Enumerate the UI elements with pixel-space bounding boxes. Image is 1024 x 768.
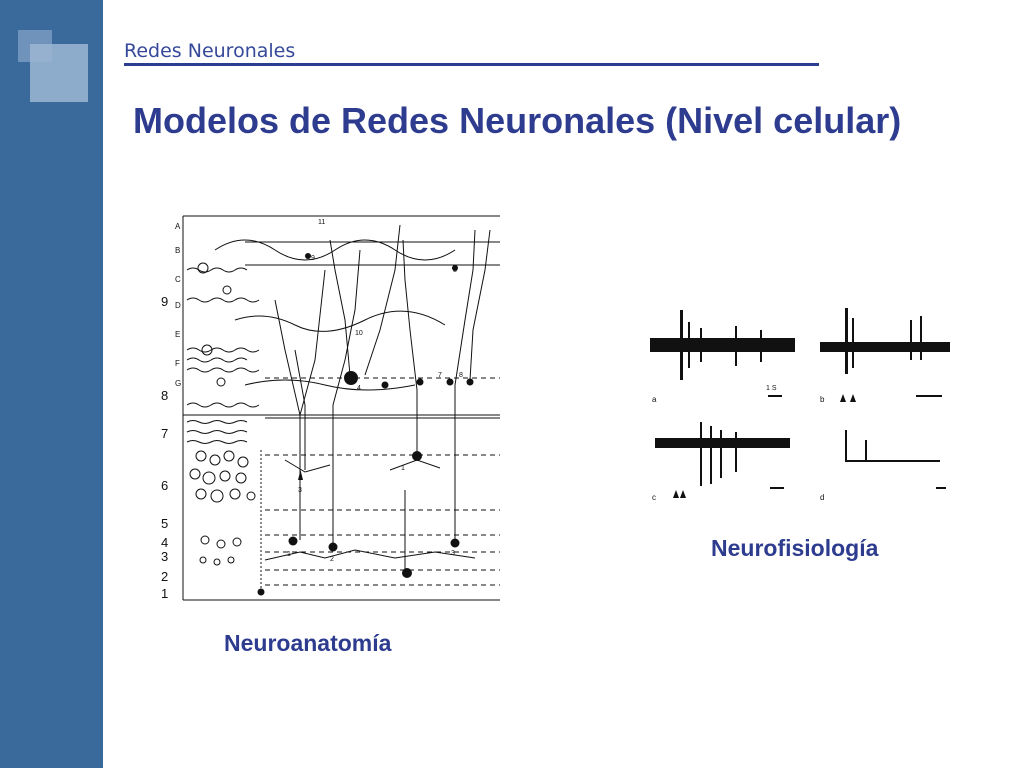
slide-title: Modelos de Redes Neuronales (Nivel celul… [133, 100, 902, 141]
cell-label: 8 [459, 372, 463, 379]
scale-label: 1 S [766, 385, 777, 392]
sidebar-band [0, 0, 103, 768]
layer-number: 5 [161, 516, 168, 531]
layer-number: 7 [161, 426, 168, 441]
neuroanatomy-drawing: A B C D E F G 9 8 7 6 5 4 3 2 1 11 9 10 … [161, 215, 500, 601]
layer-letter: E [175, 330, 180, 339]
section-title: Redes Neuronales [124, 40, 296, 62]
layer-letter: D [175, 301, 181, 310]
neurophysiology-caption: Neurofisiología [711, 535, 879, 561]
layer-letter: F [175, 359, 180, 368]
layer-number: 3 [161, 549, 168, 564]
decorative-square [30, 44, 88, 102]
cell-label: 11 [318, 219, 325, 226]
cell-label: 4 [357, 385, 361, 392]
layer-number: 6 [161, 478, 168, 493]
layer-number: 1 [161, 586, 168, 601]
layer-letter: G [175, 379, 181, 388]
section-underline [124, 63, 819, 66]
cell-label: 1 [401, 465, 405, 472]
neuroanatomy-figure: A B C D E F G 9 8 7 6 5 4 3 2 1 11 9 10 … [155, 210, 510, 605]
neurophysiology-figure: a b c d 1 S [640, 290, 960, 515]
panel-label: c [652, 493, 656, 502]
layer-number: 4 [161, 535, 168, 550]
layer-letter: B [175, 246, 180, 255]
panel-label: d [820, 493, 824, 502]
layer-letter: A [175, 222, 181, 231]
cell-label: 3 [451, 550, 455, 557]
cell-label: 7 [438, 372, 442, 379]
cell-label: 9 [311, 255, 315, 262]
layer-number: 8 [161, 388, 168, 403]
cell-label: 2 [330, 556, 334, 563]
layer-letter: C [175, 275, 181, 284]
neuroanatomy-caption: Neuroanatomía [224, 630, 392, 656]
cell-label: 10 [355, 330, 363, 337]
layer-number: 9 [161, 294, 168, 309]
panel-label: a [652, 395, 657, 404]
neurophysiology-recordings: a b c d 1 S [650, 308, 950, 502]
panel-label: b [820, 395, 825, 404]
layer-number: 2 [161, 569, 168, 584]
